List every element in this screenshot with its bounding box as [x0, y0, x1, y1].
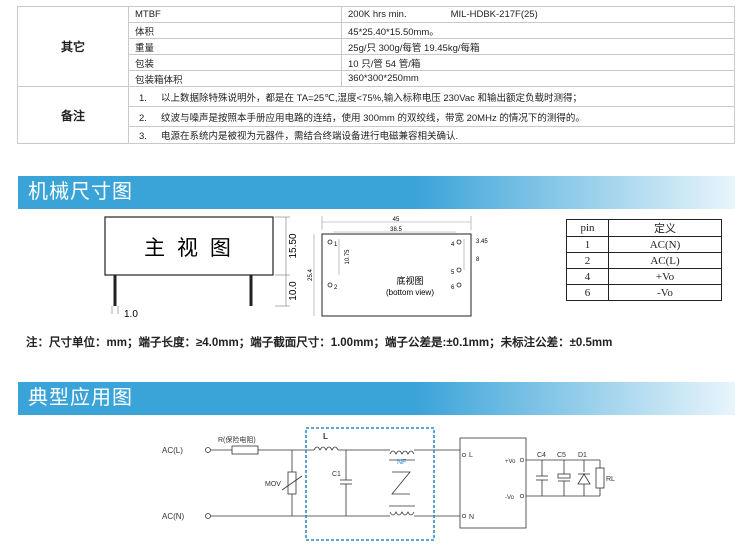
front-view-label: 主 视 图 [144, 237, 234, 260]
left-dim: 10.75 [345, 249, 351, 265]
vo-neg-label: -Vo [505, 495, 515, 501]
def-header: 定义 [608, 219, 722, 237]
c4-label: C4 [537, 452, 546, 459]
section-title: 典型应用图 [28, 387, 133, 409]
width-dim: 45 [393, 217, 400, 223]
pin-number: 6 [566, 284, 609, 301]
mov-label: MOV [265, 481, 281, 488]
pin-def: AC(L) [608, 252, 722, 269]
note-item: 2.纹波与噪声是按照本手册应用电路的连结，使用 300mm 的双绞线，带宽 20… [128, 106, 735, 127]
pin-label: 5 [451, 270, 455, 276]
pin-label: 4 [451, 242, 455, 248]
inductor-label: L [323, 432, 328, 441]
spec-key: 重量 [128, 38, 342, 55]
front-view-drawing: 主 视 图 1.0 15.50 10.0 [104, 216, 299, 320]
spec-value: 200K hrs min.MIL-HDBK-217F(25) [341, 6, 735, 23]
category-other: 其它 [17, 6, 129, 87]
pin-label: 1 [334, 242, 338, 248]
note-item: 3.电源在系统内是被视为元器件，需结合终端设备进行电磁兼容相关确认. [128, 126, 735, 144]
bottom-view-en: (bottom view) [386, 288, 434, 297]
pin-number: 2 [566, 252, 609, 269]
spec-key: 包装 [128, 54, 342, 71]
resistor-label: R(保险电阻) [218, 435, 256, 444]
spec-table: 其它 MTBF 200K hrs min.MIL-HDBK-217F(25) 体… [17, 6, 735, 144]
application-circuit: AC(L) AC(N) R(保险电阻) MOV L C1 NF L N +Vo … [162, 427, 615, 541]
spec-value: 25g/只 300g/每管 19.45kg/每箱 [341, 38, 735, 55]
bottom-view-drawing: 45 38.5 25.4 10.75 3.45 8 1 2 4 5 6 底视图 … [308, 216, 488, 317]
vo-pos-label: +Vo [505, 459, 516, 465]
mechanical-dimensions-banner: 机械尺寸图 [18, 176, 735, 209]
c5-label: C5 [557, 452, 566, 459]
pin-label: 6 [451, 285, 455, 291]
acn-label: AC(N) [162, 512, 185, 521]
category-notes: 备注 [17, 86, 129, 144]
typical-application-banner: 典型应用图 [18, 382, 735, 415]
rl-label: RL [606, 476, 615, 483]
d1-label: D1 [578, 452, 587, 459]
pin-length-dim: 10.0 [288, 281, 299, 301]
note-item: 1.以上数据除特殊说明外，都是在 TA=25℃,湿度<75%,输入标称电压 23… [128, 86, 735, 107]
module-l: L [469, 452, 473, 459]
pin-number: 1 [566, 236, 609, 253]
pin-number: 4 [566, 268, 609, 285]
dimension-note: 注：尺寸单位：mm；端子长度：≥4.0mm；端子截面尺寸：1.00mm；端子公差… [26, 337, 613, 349]
pitch-dim: 38.5 [390, 227, 402, 233]
body-height-dim: 25.4 [308, 269, 314, 281]
spec-value: 45*25.40*15.50mm。 [341, 22, 735, 39]
spec-key: MTBF [128, 6, 342, 23]
module-n: N [469, 514, 474, 521]
c1-label: C1 [332, 471, 341, 478]
top-offset-dim: 3.45 [476, 239, 488, 245]
pin-header: pin [566, 219, 609, 237]
pin-def: AC(N) [608, 236, 722, 253]
nf-label: NF [397, 459, 406, 466]
section-title: 机械尺寸图 [28, 181, 133, 203]
emi-filter-box [305, 427, 435, 541]
pin-def: -Vo [608, 284, 722, 301]
bottom-view-label: 底视图 [396, 275, 423, 286]
spec-key: 体积 [128, 22, 342, 39]
acl-label: AC(L) [162, 446, 183, 455]
spec-key: 包装箱体积 [128, 70, 342, 87]
pin-width-dim: 1.0 [124, 309, 138, 320]
spec-value: 360*300*250mm [341, 70, 735, 87]
spec-value: 10 只/管 54 管/箱 [341, 54, 735, 71]
pin-label: 2 [334, 285, 338, 291]
pin-def: +Vo [608, 268, 722, 285]
right-dim: 8 [476, 257, 480, 263]
height-dim: 15.50 [288, 233, 299, 258]
